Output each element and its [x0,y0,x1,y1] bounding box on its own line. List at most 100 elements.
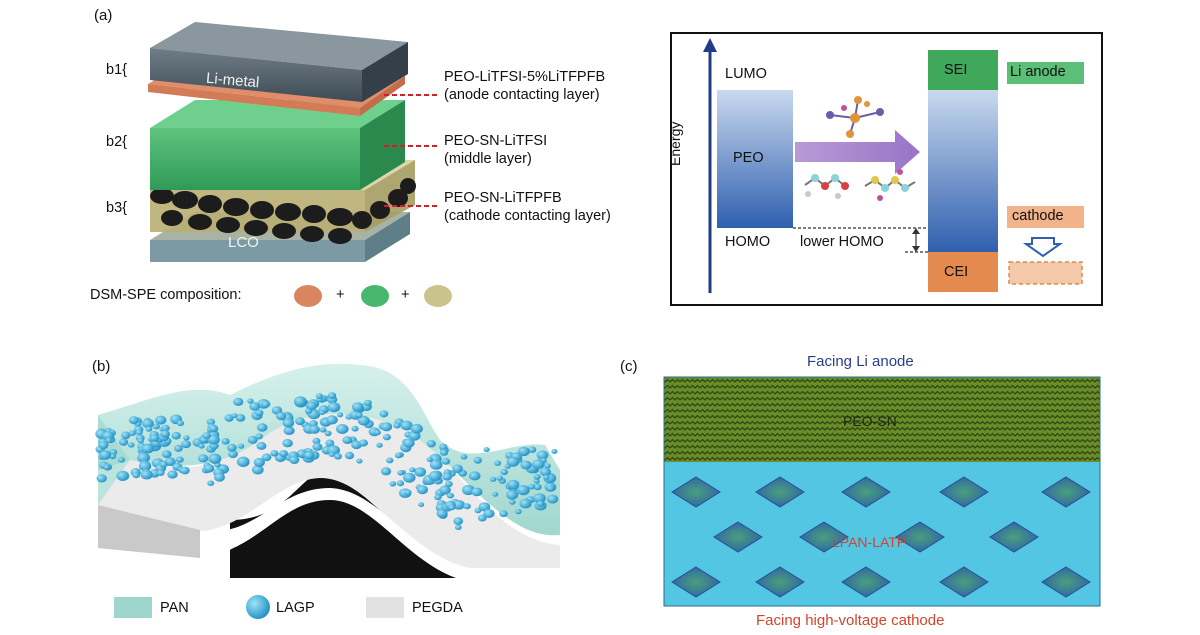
lagp-particle [477,514,487,522]
lagp-particle [528,483,536,490]
lagp-particle [344,451,355,460]
lagp-particle [175,456,184,463]
latp-particle [713,521,763,553]
lagp-particle [327,402,341,413]
lagp-particle [499,510,508,518]
layer-tag-b2: b2{ [106,134,127,150]
plus-sign-2: + [401,287,410,303]
energy-diagram [670,32,1103,306]
composition-circles [294,285,452,307]
panel-b-label: (b) [92,358,111,375]
lagp-particle [334,453,342,460]
li-anode-chip [1007,62,1084,84]
lagp-particle [336,424,349,434]
cathode-label: cathode [1012,208,1064,224]
lagp-particle [318,410,326,416]
composition-label: DSM-SPE composition: [90,287,242,303]
callout-cathode-line1: PEO-SN-LiTFPFB [444,190,562,206]
lagp-particle [532,459,545,470]
lagp-particle [453,517,464,525]
lagp-particle [389,481,397,487]
lagp-particle [441,458,451,465]
lagp-particle [293,396,307,407]
latp-particle [841,476,891,508]
lagp-particle [319,427,327,433]
lagp-particle [328,452,335,457]
lagp-particle [452,464,463,474]
lagp-particle [117,456,126,463]
lagp-particle [176,420,185,427]
lagp-particle [208,424,219,433]
lagp-particle [403,438,415,448]
layer-tag-b3: b3{ [106,200,127,216]
lagp-particle [543,474,550,480]
callout-anode-line1: PEO-LiTFSI-5%LiTFPFB [444,69,606,85]
lagp-particle [396,480,405,487]
lagp-particle [325,439,335,447]
lagp-particle [204,464,215,473]
latp-particle [1041,566,1091,598]
lagp-particle [207,480,215,487]
lagp-particle [140,469,153,480]
lagp-particle [116,470,130,481]
legend-label-pegda: PEGDA [412,600,463,616]
lagp-particle [270,450,279,457]
lagp-particle [448,504,456,511]
latp-particle [989,521,1039,553]
peo-atoms [805,169,909,201]
lagp-particle [539,467,551,477]
lagp-particle [460,454,468,460]
lagp-particle [276,412,287,421]
latp-particle [1041,476,1091,508]
lagp-particle [436,509,448,518]
lifpfb-atoms [826,96,884,138]
lagp-particle [468,471,481,481]
bottom-caption: Facing high-voltage cathode [756,612,945,629]
lagp-particle [127,442,135,448]
callout-anode-line2: (anode contacting layer) [444,87,600,103]
lagp-particle [227,443,237,452]
lagp-particle [473,456,482,464]
lagp-particle [551,449,558,454]
legend-swatch-pegda [366,597,404,618]
lagp-particles [95,392,559,531]
legend-label-lagp: LAGP [276,600,315,616]
lagp-particle [518,446,530,457]
lagp-particle [224,414,234,422]
lagp-particle [426,440,436,448]
lagp-particle [547,494,559,504]
lagp-particle [198,454,209,463]
lagp-particle [306,401,317,410]
panel-c-label: (c) [620,358,638,375]
lumo-label: LUMO [725,66,767,82]
lagp-particle [357,415,370,426]
latp-particles [671,476,1091,598]
lagp-particle [105,437,113,444]
lagp-particle [337,412,344,418]
sei-band [928,50,998,90]
lagp-particle [446,492,455,499]
lagp-particle [96,474,107,483]
lagp-particle [138,461,152,472]
lagp-particle [483,509,495,518]
peo-sn-label: PEO-SN [843,413,897,429]
lagp-particle [289,456,300,464]
lagp-particle [324,430,332,437]
peo-label: PEO [733,150,764,166]
lagp-particle [247,398,254,404]
lagp-particle [342,436,353,444]
lagp-particle [231,413,238,418]
lagp-particle [256,423,268,432]
transfer-arrow [795,130,920,174]
lagp-particle [494,460,502,467]
lagp-particle [439,443,448,451]
callout-anode-layer: PEO-LiTFSI-5%LiTFPFB (anode contacting l… [444,68,605,104]
lagp-particle [161,424,170,432]
lagp-particle [445,480,453,488]
lagp-particle [118,438,129,446]
lagp-particle [255,409,264,417]
lagp-particle [132,472,140,479]
lagp-particle [221,438,230,445]
lagp-particle [99,450,112,460]
lagp-particle [214,472,225,482]
